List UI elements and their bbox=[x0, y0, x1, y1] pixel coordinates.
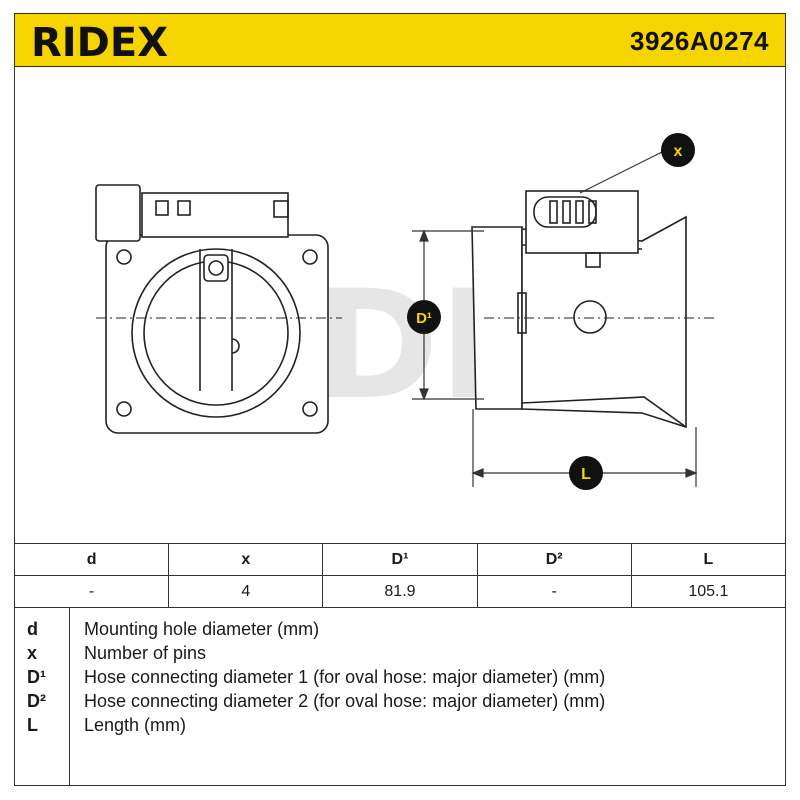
value-d: - bbox=[13, 575, 170, 608]
part-number: 3926A0274 bbox=[630, 26, 769, 56]
col-header-l: L bbox=[630, 543, 787, 576]
front-view bbox=[95, 184, 342, 434]
callout-d1-label: D¹ bbox=[416, 310, 432, 327]
col-header-d1: D¹ bbox=[322, 543, 478, 576]
legend-key: d bbox=[27, 619, 38, 639]
col-header-x: x bbox=[168, 543, 324, 576]
legend-desc: Number of pins bbox=[84, 643, 207, 663]
callout-d1: D¹ bbox=[407, 300, 441, 334]
value-l: 105.1 bbox=[630, 575, 787, 608]
side-view bbox=[471, 190, 714, 429]
spec-table: d x D¹ D² L - 4 81.9 - 105.1 bbox=[13, 543, 787, 608]
spec-table-header: d x D¹ D² L bbox=[13, 543, 787, 576]
value-x: 4 bbox=[168, 575, 324, 608]
value-d2: - bbox=[476, 575, 632, 608]
callout-x-label: x bbox=[674, 143, 683, 160]
legend-item: D¹ Hose connecting diameter 1 (for oval … bbox=[15, 667, 785, 691]
header-bar: RIDEX 3926A0274 bbox=[14, 13, 786, 67]
callout-l: L bbox=[569, 456, 603, 490]
legend: d Mounting hole diameter (mm) x Number o… bbox=[14, 607, 786, 786]
legend-desc: Hose connecting diameter 1 (for oval hos… bbox=[84, 667, 606, 687]
technical-drawing: RIDEX bbox=[95, 133, 714, 490]
legend-key: D² bbox=[27, 691, 46, 711]
legend-item: d Mounting hole diameter (mm) bbox=[15, 619, 785, 643]
ridex-logo: RIDEX bbox=[31, 22, 168, 60]
legend-key: x bbox=[27, 643, 38, 663]
spec-table-row: - 4 81.9 - 105.1 bbox=[13, 575, 787, 608]
col-header-d: d bbox=[13, 543, 170, 576]
legend-item: x Number of pins bbox=[15, 643, 785, 667]
legend-item: L Length (mm) bbox=[15, 715, 785, 739]
logo-text: RIDEX bbox=[31, 22, 168, 60]
legend-desc: Hose connecting diameter 2 (for oval hos… bbox=[84, 691, 606, 711]
legend-key: D¹ bbox=[27, 667, 46, 687]
legend-desc: Length (mm) bbox=[84, 715, 187, 735]
value-d1: 81.9 bbox=[322, 575, 478, 608]
callout-l-label: L bbox=[581, 466, 591, 483]
col-header-d2: D² bbox=[476, 543, 632, 576]
callout-x: x bbox=[661, 133, 695, 167]
legend-key: L bbox=[27, 715, 38, 735]
legend-divider bbox=[69, 607, 70, 785]
dimension-lines bbox=[412, 150, 698, 487]
legend-desc: Mounting hole diameter (mm) bbox=[84, 619, 320, 639]
legend-item: D² Hose connecting diameter 2 (for oval … bbox=[15, 691, 785, 715]
